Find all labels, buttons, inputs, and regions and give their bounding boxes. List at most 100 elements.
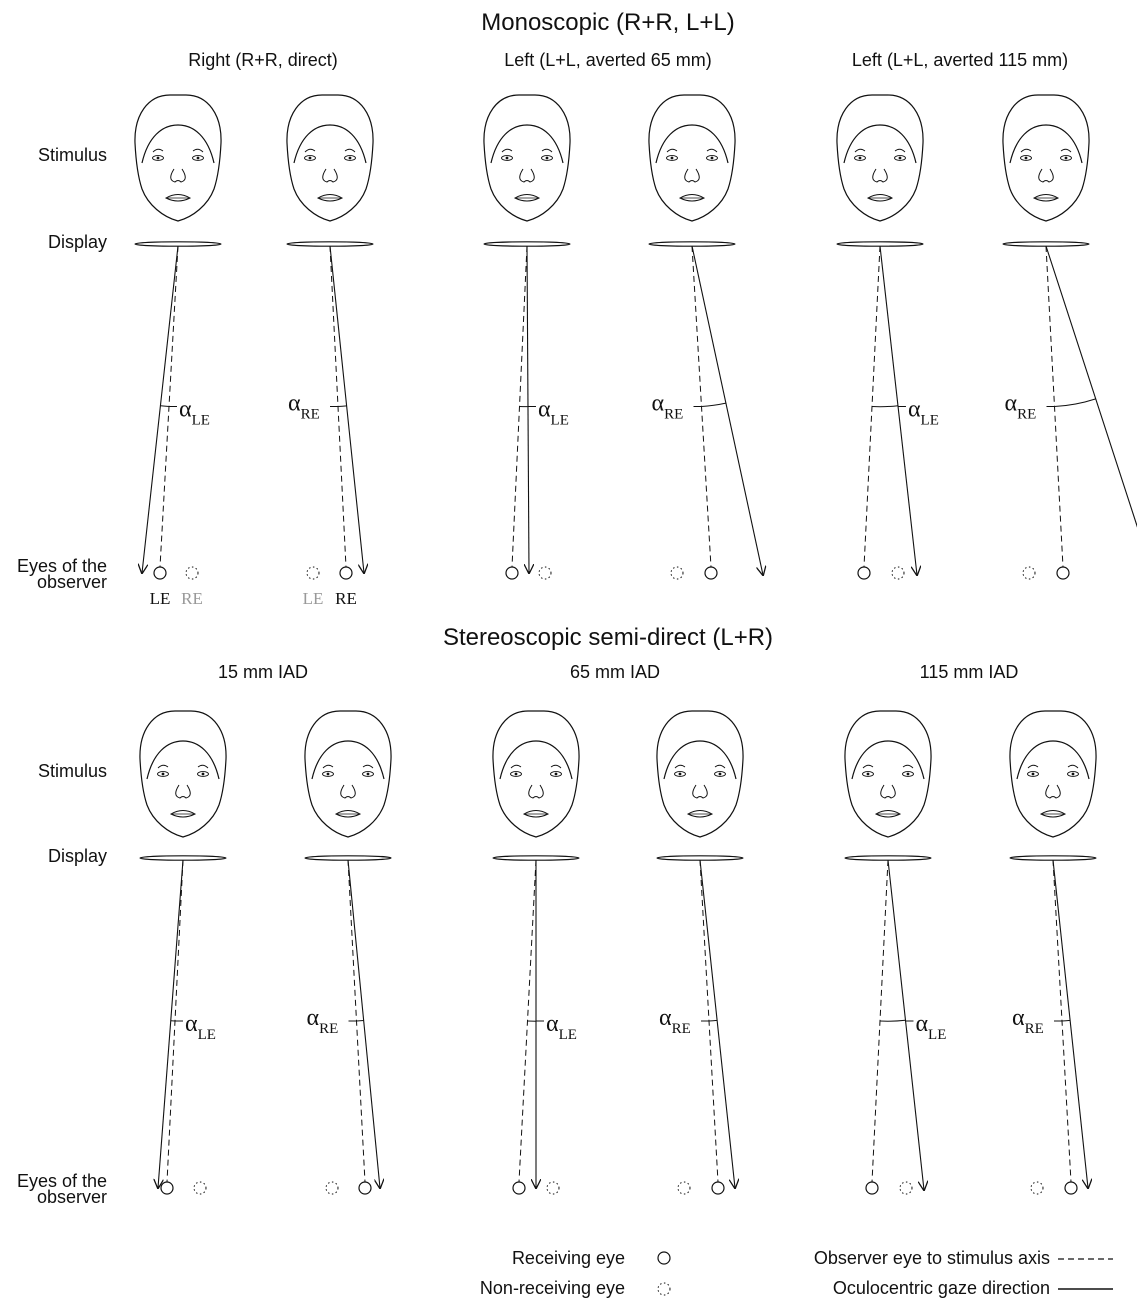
non-receiving-eye [670,566,684,580]
face-stimulus [139,710,227,838]
angle-marker: αLE [160,397,210,429]
receiving-eye [1064,1181,1078,1195]
angle-arc [708,1019,718,1022]
row-label-eyes: Eyes of the [17,1171,107,1191]
right-eye-view: αRE [1002,94,1137,580]
alpha-subscript: RE [672,1021,691,1037]
receiving-eye [711,1181,725,1195]
receiving-eye [505,566,519,580]
non-receiving-eye [891,566,905,580]
row-label-eyes: observer [37,572,107,592]
left-eye-view: αLE [492,710,580,1195]
angle-arc [1054,398,1096,407]
angle-label: αLE [546,1011,577,1043]
alpha-symbol: α [908,397,921,423]
angle-label: αLE [185,1011,216,1043]
alpha-symbol: α [307,1005,320,1031]
section-monoscopic: Monoscopic (R+R, L+L)StimulusDisplayEyes… [17,9,1137,608]
non-receiving-eye [546,1181,560,1195]
angle-marker: αLE [879,1011,946,1043]
panel-caption: Left (L+L, averted 65 mm) [504,50,712,70]
non-receiving-eye [1022,566,1036,580]
left-eye-view: αLE [836,94,939,580]
alpha-symbol: α [185,1011,198,1037]
non-receiving-eye [185,566,199,580]
eye-label-re: RE [335,589,357,608]
panel-caption: Right (R+R, direct) [188,50,338,70]
angle-label: αRE [1012,1005,1044,1037]
alpha-subscript: LE [198,1027,216,1043]
eye-label-le: LE [150,589,171,608]
angle-label: αRE [307,1005,339,1037]
receiving-eye [153,566,167,580]
gaze-line [699,859,735,1188]
angle-label: αLE [538,397,569,429]
non-receiving-eye [325,1181,339,1195]
display-line [656,855,744,861]
left-eye-view: αLE [844,710,946,1195]
angle-arc [1061,1019,1071,1022]
non-receiving-eye [538,566,552,580]
alpha-symbol: α [915,1011,928,1037]
legend-receiving-eye-icon [657,1251,671,1265]
gaze-line [158,859,184,1188]
face-stimulus [844,710,932,838]
gaze-line [887,859,924,1190]
row-label-eyes: Eyes of the [17,556,107,576]
alpha-symbol: α [288,391,301,417]
row-label-display: Display [48,846,107,866]
section-title: Stereoscopic semi-direct (L+R) [443,624,773,651]
gaze-line [142,245,179,573]
angle-marker: αLE [519,397,569,429]
angle-marker: αLE [170,1011,216,1043]
angle-marker: αLE [871,397,939,429]
row-label-stimulus: Stimulus [38,145,107,165]
angle-label: αRE [288,391,320,423]
display-line [1009,855,1097,861]
angle-marker: αRE [307,1005,364,1037]
legend-non-receiving-eye-icon [657,1282,671,1296]
alpha-symbol: α [538,397,551,423]
non-receiving-eye [1030,1181,1044,1195]
gaze-line [691,245,763,575]
angle-arc [701,402,727,407]
panel: Left (L+L, averted 115 mm) αLE αRE [836,50,1137,580]
alpha-symbol: α [1012,1005,1025,1031]
face-stimulus [492,710,580,838]
row-label-display: Display [48,232,107,252]
panel-caption: 115 mm IAD [920,662,1019,682]
alpha-subscript: LE [921,413,939,429]
receiving-eye [160,1181,174,1195]
gaze-line [879,245,917,575]
row-label-eyes: observer [37,1187,107,1207]
alpha-subscript: LE [559,1027,577,1043]
display-line [1002,241,1090,247]
display-line [286,241,374,247]
legend-receiving-eye-label: Receiving eye [512,1248,625,1268]
display-line [483,241,571,247]
alpha-subscript: RE [1025,1021,1044,1037]
legend-non-receiving-eye-label: Non-receiving eye [480,1278,625,1298]
angle-marker: αRE [1012,1005,1071,1037]
non-receiving-eye [899,1181,913,1195]
alpha-symbol: α [179,397,192,423]
face-stimulus [134,94,222,222]
gaze-line [329,245,364,573]
gaze-line [1045,245,1137,528]
face-stimulus [656,710,744,838]
display-line [648,241,736,247]
panel-caption: 65 mm IAD [570,662,660,682]
receiving-eye [512,1181,526,1195]
angle-label: αRE [1005,391,1037,423]
receiving-eye [339,566,353,580]
right-eye-view: αRE [1009,710,1097,1195]
panel-caption: 15 mm IAD [218,662,308,682]
section-stereoscopic: Stereoscopic semi-direct (L+R)StimulusDi… [17,624,1097,1207]
display-line [844,855,932,861]
face-stimulus [483,94,571,222]
panel-caption: Left (L+L, averted 115 mm) [852,50,1068,70]
